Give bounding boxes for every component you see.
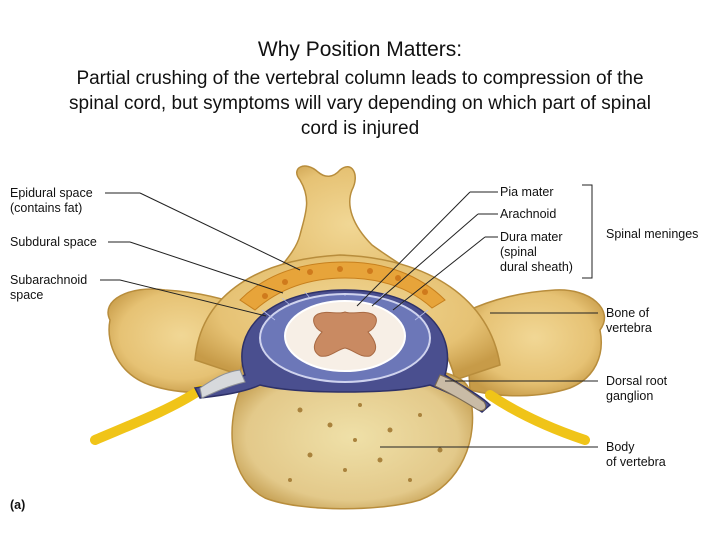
label-dura-mater: Dura mater (spinal dural sheath) bbox=[500, 230, 573, 274]
label-body-of-vertebra: Body of vertebra bbox=[606, 440, 666, 469]
slide-title: Why Position Matters: bbox=[257, 38, 463, 61]
label-subarachnoid-space: Subarachnoid space bbox=[10, 273, 88, 302]
epidural-fat bbox=[239, 261, 446, 311]
label-dorsal-root-ganglion: Dorsal root ganglion bbox=[606, 374, 668, 403]
label-arachnoid: Arachnoid bbox=[500, 207, 557, 221]
dorsal-root-ganglion bbox=[434, 374, 487, 411]
gray-matter bbox=[313, 311, 377, 357]
label-epidural-space: Epidural space (contains fat) bbox=[10, 186, 93, 215]
left-spinal-nerve bbox=[90, 385, 205, 445]
panel-letter: (a) bbox=[10, 498, 26, 512]
label-subdural-space: Subdural space bbox=[10, 235, 97, 249]
label-bone-of-vertebra: Bone of vertebra bbox=[606, 306, 652, 335]
left-root-sheath bbox=[199, 369, 246, 399]
label-pia-mater: Pia mater bbox=[500, 185, 554, 199]
leader-lines bbox=[100, 184, 598, 448]
slide-subtitle: Partial crushing of the vertebral column… bbox=[69, 68, 651, 139]
label-spinal-meninges: Spinal meninges bbox=[606, 227, 699, 241]
right-spinal-nerve bbox=[485, 390, 590, 445]
